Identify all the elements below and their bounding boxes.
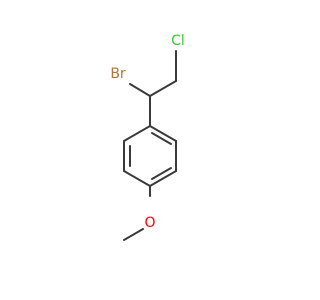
bond-c1-c2 <box>149 80 177 97</box>
bond-c1-br <box>129 83 151 97</box>
ring-bond-6 <box>123 125 151 142</box>
bonds <box>123 50 177 241</box>
oxygen-label: O <box>144 215 155 231</box>
ring-double-1 <box>151 132 172 145</box>
ring-bond-3 <box>149 170 177 187</box>
bromine-label: Br <box>110 66 126 82</box>
chlorine-label: Cl <box>171 33 185 49</box>
ring-bond-4 <box>123 170 151 187</box>
bond-o-methyl <box>123 228 144 241</box>
molecule-structure: Br Cl O <box>110 33 185 241</box>
ring-double-2 <box>151 167 172 180</box>
ring-bond-1 <box>149 125 177 142</box>
